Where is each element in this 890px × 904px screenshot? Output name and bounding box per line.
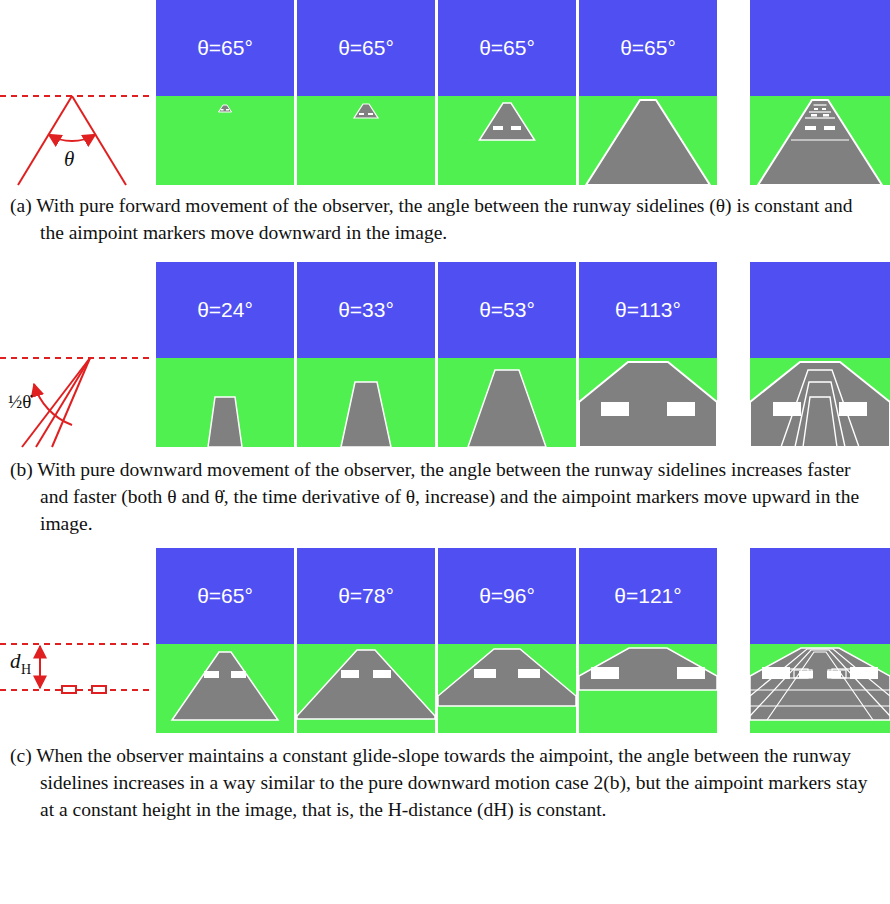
view-panel: θ=113°: [579, 262, 717, 358]
angle-label: θ=65°: [479, 36, 535, 60]
distance-symbol: d: [10, 650, 21, 673]
view-panel: θ=53°: [438, 262, 576, 358]
angle-symbol: θ: [64, 148, 74, 171]
angle-label: θ=24°: [197, 298, 253, 322]
angle-label: θ=65°: [620, 36, 676, 60]
panel-c4: [579, 548, 717, 733]
panel-c3: [438, 548, 576, 733]
view-panel: θ=65°: [156, 0, 294, 96]
angle-label: θ=65°: [338, 36, 394, 60]
panel-b5: [750, 262, 890, 447]
panel-b3: [438, 262, 576, 447]
view-panel: θ=96°: [438, 548, 576, 644]
angle-label: θ=96°: [479, 584, 535, 608]
panel-b1: [156, 262, 294, 447]
diagram-a: [0, 96, 150, 185]
panel-a4: [579, 0, 717, 185]
angle-label: θ=113°: [615, 298, 681, 322]
angle-label: θ=33°: [338, 298, 394, 322]
angle-label: θ=53°: [479, 298, 535, 322]
distance-subscript: H: [21, 662, 31, 677]
panel-a3: [438, 0, 576, 185]
angle-rate-label: ½θ̇: [8, 392, 31, 413]
view-panel: θ=121°: [579, 548, 717, 644]
panel-b4: [579, 262, 717, 447]
caption-text: (b) With pure downward movement of the o…: [10, 456, 880, 537]
view-panel: θ=24°: [156, 262, 294, 358]
angle-label: θ=65°: [197, 584, 253, 608]
panel-c2: [297, 548, 435, 733]
angle-label: θ=78°: [338, 584, 394, 608]
view-panel: θ=65°: [297, 0, 435, 96]
angle-label: θ=65°: [197, 36, 253, 60]
view-panel: θ=65°: [438, 0, 576, 96]
view-panel: θ=65°: [156, 548, 294, 644]
diagram-b: [0, 358, 150, 447]
caption-text: (a) With pure forward movement of the ob…: [10, 192, 880, 246]
panel-c5: [750, 548, 890, 733]
panel-a1: [156, 0, 294, 185]
view-panel: θ=78°: [297, 548, 435, 644]
panel-c1: [156, 548, 294, 733]
diagram-c: [0, 644, 150, 693]
panel-a5: [750, 0, 890, 185]
panel-a2: [297, 0, 435, 185]
caption-text: (c) When the observer maintains a consta…: [10, 742, 880, 823]
view-panel: θ=33°: [297, 262, 435, 358]
panel-b2: [297, 262, 435, 447]
view-panel: θ=65°: [579, 0, 717, 96]
angle-label: θ=121°: [614, 584, 681, 608]
